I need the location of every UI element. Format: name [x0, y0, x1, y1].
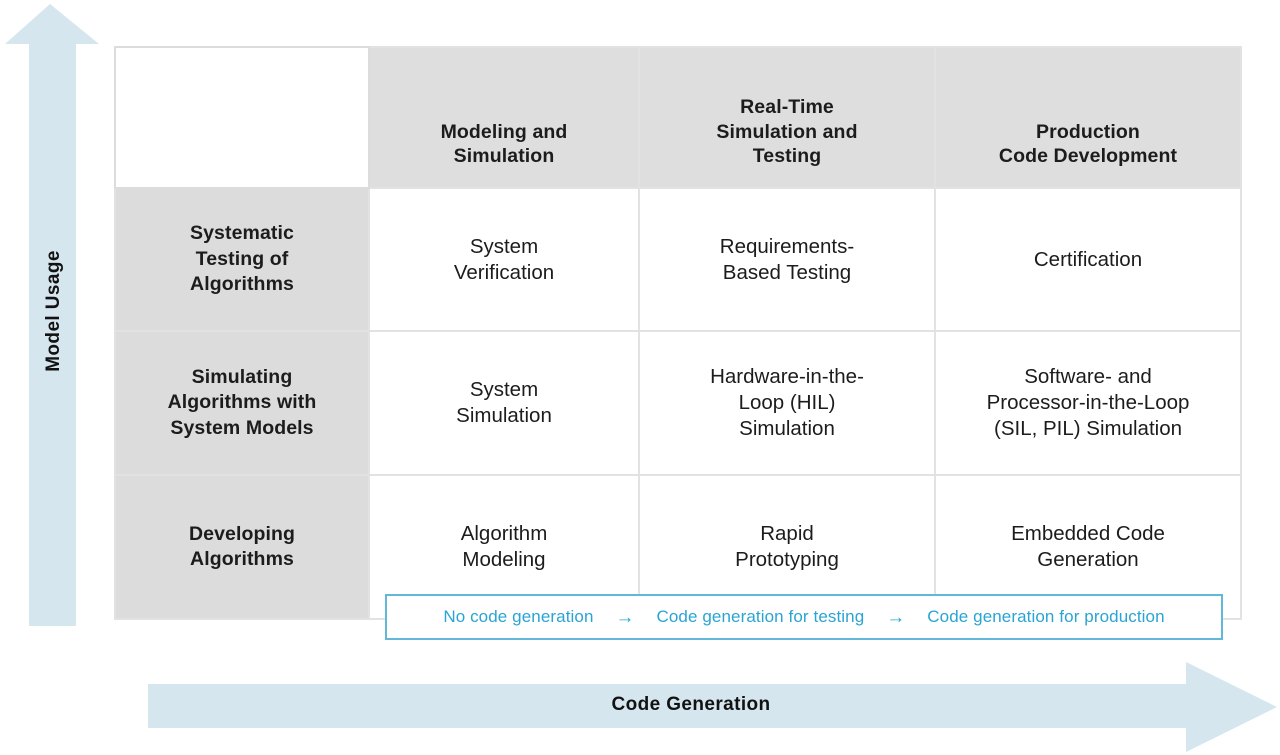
column-header-line: Real-Time: [740, 95, 834, 118]
legend-arrow-right-icon: →: [886, 606, 906, 628]
cell-line: System: [469, 378, 539, 402]
matrix-row-simulating-algorithms-with-system-models: Simulating Algorithms with System Models…: [114, 330, 1242, 476]
model-usage-axis-label: Model Usage: [43, 250, 64, 372]
cell-requirements-based-testing: Requirements- Based Testing: [638, 187, 936, 332]
cell-line: (SIL, PIL) Simulation: [994, 416, 1182, 440]
column-header-line: Testing: [752, 145, 822, 168]
cell-line: Verification: [453, 260, 555, 284]
column-header-line: Simulation: [453, 145, 555, 168]
row-header-line: Systematic: [190, 222, 294, 245]
row-header-simulating-algorithms-with-system-models: Simulating Algorithms with System Models: [114, 330, 370, 476]
legend-arrow-right-icon: →: [615, 606, 635, 628]
matrix-header-row: Modeling and Simulation Real-Time Simula…: [114, 46, 1242, 189]
code-generation-axis-label: Code Generation: [611, 694, 771, 715]
cell-line: Requirements-: [719, 234, 855, 258]
cell-certification: Certification: [934, 187, 1242, 332]
column-header-real-time-simulation-and-testing: Real-Time Simulation and Testing: [638, 46, 936, 189]
code-generation-arrow-shape: [148, 662, 1277, 752]
cell-line: Generation: [1037, 548, 1139, 571]
code-generation-legend: No code generation → Code generation for…: [385, 594, 1223, 640]
model-usage-arrow-shape: [5, 4, 99, 626]
model-usage-axis-arrow: Model Usage: [0, 0, 104, 660]
column-header-line: Code Development: [998, 145, 1178, 168]
matrix-corner-cell: [114, 46, 370, 189]
column-header-line: Simulation and: [716, 120, 858, 143]
column-header-line: Modeling and: [440, 120, 568, 143]
row-header-line: Developing: [188, 522, 296, 545]
cell-line: Simulation: [739, 416, 835, 440]
cell-line: Processor-in-the-Loop: [986, 391, 1190, 415]
column-header-production-code-development: Production Code Development: [934, 46, 1242, 189]
cell-system-verification: System Verification: [368, 187, 640, 332]
row-header-line: Testing of: [195, 247, 289, 270]
cell-software-and-processor-in-the-loop-simulation: Software- and Processor-in-the-Loop (SIL…: [934, 330, 1242, 476]
cell-line: Software- and: [1024, 365, 1152, 389]
legend-item-no-code-generation: No code generation: [443, 607, 594, 626]
row-header-line: System Models: [170, 416, 314, 439]
cell-line: Embedded Code: [1011, 522, 1165, 546]
row-header-line: Algorithms with: [167, 391, 317, 414]
model-usage-code-generation-matrix: Modeling and Simulation Real-Time Simula…: [114, 46, 1242, 620]
cell-line: Hardware-in-the-: [710, 365, 864, 389]
cell-line: System: [469, 234, 539, 258]
row-header-line: Simulating: [191, 365, 293, 388]
row-header-line: Algorithms: [190, 548, 294, 570]
cell-system-simulation: System Simulation: [368, 330, 640, 476]
cell-line: Based Testing: [722, 260, 852, 284]
row-header-line: Algorithms: [190, 273, 294, 296]
cell-line: Algorithm: [460, 522, 548, 546]
cell-line: Prototyping: [735, 548, 839, 571]
cell-line: Loop (HIL): [738, 391, 836, 415]
code-generation-axis-arrow: [146, 660, 1280, 755]
cell-line: Rapid: [760, 522, 814, 546]
cell-hardware-in-the-loop-simulation: Hardware-in-the- Loop (HIL) Simulation: [638, 330, 936, 476]
legend-item-code-generation-for-production: Code generation for production: [927, 607, 1165, 626]
column-header-line: Production: [1036, 120, 1140, 143]
cell-line: Simulation: [456, 404, 552, 427]
cell-line: Certification: [1033, 247, 1143, 271]
row-header-systematic-testing-of-algorithms: Systematic Testing of Algorithms: [114, 187, 370, 332]
row-header-developing-algorithms: Developing Algorithms: [114, 474, 370, 620]
legend-item-code-generation-for-testing: Code generation for testing: [656, 607, 865, 626]
column-header-modeling-and-simulation: Modeling and Simulation: [368, 46, 640, 189]
cell-line: Modeling: [462, 548, 546, 571]
matrix-row-systematic-testing-of-algorithms: Systematic Testing of Algorithms System …: [114, 187, 1242, 332]
